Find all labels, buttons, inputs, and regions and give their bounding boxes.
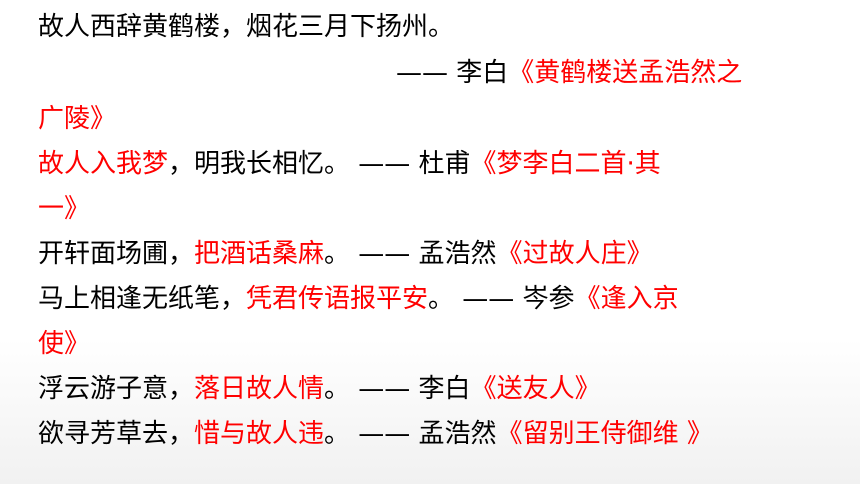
highlight-verse: 惜与故人违: [194, 419, 325, 449]
poem-line-2-cont: 一》: [38, 194, 90, 224]
poem-title-cont: 广陵》: [38, 104, 117, 134]
dash-author: 。 —— 岑参: [428, 284, 575, 314]
poem-line-4-cont: 使》: [38, 329, 90, 359]
poem-line-6: 欲寻芳草去，惜与故人违。 —— 孟浩然《留别王侍御维 》: [38, 419, 713, 449]
dash-author: 。 —— 孟浩然: [324, 419, 497, 449]
poem-line-4: 马上相逢无纸笔，凭君传语报平安。 —— 岑参《逢入京: [38, 284, 679, 314]
poem-title: 《梦李白二首·其: [470, 149, 661, 179]
poem-line-1: 故人西辞黄鹤楼，烟花三月下扬州。: [38, 12, 454, 42]
attribution-line-1-cont: 广陵》: [38, 104, 116, 134]
highlight-verse: 故人入我梦: [38, 149, 169, 179]
highlight-verse: 落日故人情: [194, 374, 325, 404]
verse: 马上相逢无纸笔，: [38, 284, 247, 314]
poem-line-5: 浮云游子意，落日故人情。 —— 李白《送友人》: [38, 374, 601, 404]
dash-author: —— 李白: [396, 58, 509, 88]
verse: 欲寻芳草去，: [38, 419, 195, 449]
poem-line-3: 开轩面场圃，把酒话桑麻。 —— 孟浩然《过故人庄》: [38, 239, 653, 269]
poem-title-cont: 使》: [38, 329, 91, 359]
dash-author: 。 —— 李白: [324, 374, 471, 404]
poem-title: 《送友人》: [470, 374, 601, 404]
attribution-line-1: —— 李白《黄鹤楼送孟浩然之: [396, 58, 742, 88]
poem-title: 《留别王侍御维 》: [496, 419, 713, 449]
poem-title: 《黄鹤楼送孟浩然之: [508, 58, 743, 88]
line-1-text: 故人西辞黄鹤楼，烟花三月下扬州。: [38, 12, 455, 42]
poem-title: 《过故人庄》: [496, 239, 653, 269]
verse-and-author: ，明我长相忆。 —— 杜甫: [168, 149, 471, 179]
verse: 浮云游子意，: [38, 374, 195, 404]
verse: 开轩面场圃，: [38, 239, 195, 269]
highlight-verse: 把酒话桑麻: [194, 239, 325, 269]
poem-line-2: 故人入我梦，明我长相忆。 —— 杜甫《梦李白二首·其: [38, 149, 661, 179]
dash-author: 。 —— 孟浩然: [324, 239, 497, 269]
highlight-verse: 凭君传语报平安: [246, 284, 429, 314]
poem-title: 《逢入京: [574, 284, 679, 314]
poem-title-cont: 一》: [38, 194, 91, 224]
